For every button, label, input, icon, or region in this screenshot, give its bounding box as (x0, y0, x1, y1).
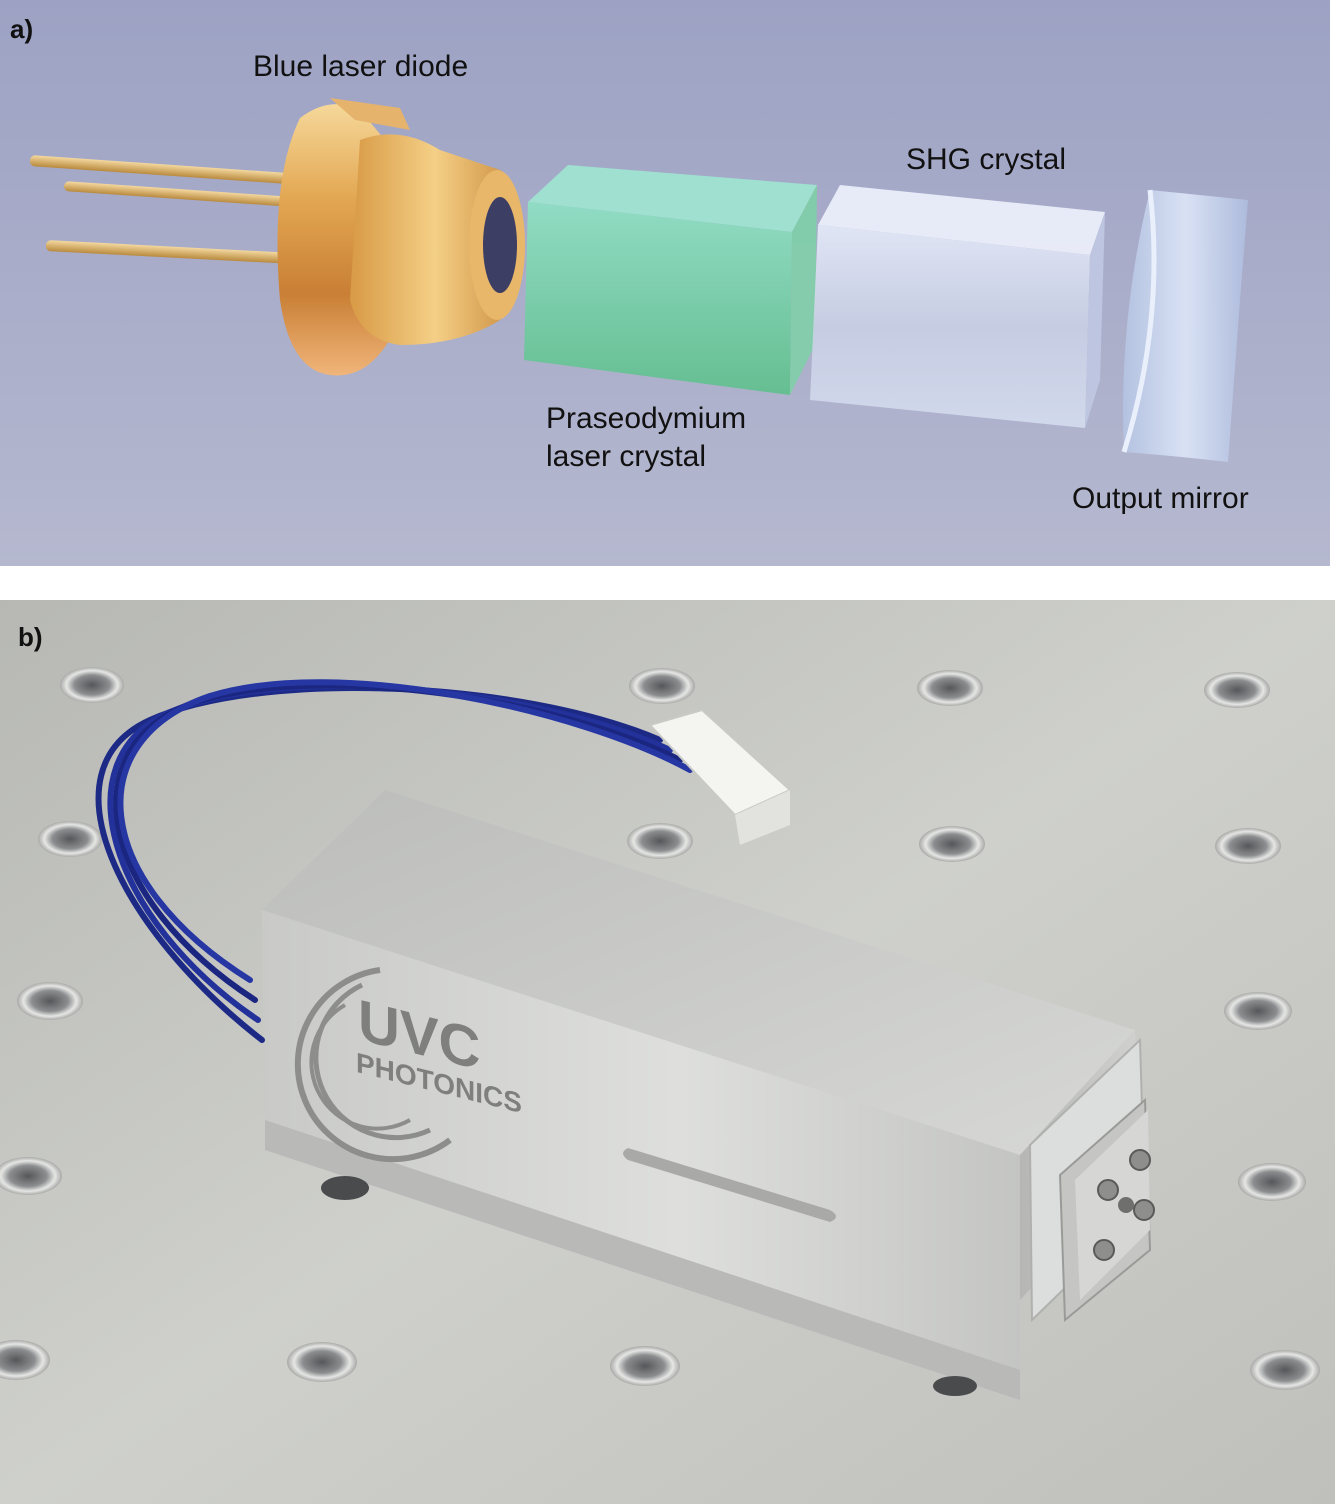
label-praseodymium-line1: Praseodymium (546, 402, 747, 435)
connector-cable (95, 679, 693, 1043)
diode-window (483, 197, 517, 293)
label-output-mirror: Output mirror (1072, 482, 1249, 515)
panel-a-exploded-view: a) Blue laser diode SHG crystal Praseody… (0, 0, 1330, 566)
panel-b-photo: UVC PHOTONICS b) (0, 600, 1335, 1504)
shg-crystal (810, 185, 1105, 428)
blue-laser-diode (29, 98, 525, 376)
praseodymium-crystal (524, 165, 817, 395)
panel-a-label: a) (10, 14, 34, 44)
panel-b-label: b) (18, 622, 43, 652)
label-praseodymium-line2: laser crystal (546, 440, 707, 473)
breadboard-holes (0, 667, 1320, 1390)
output-mirror (1121, 189, 1248, 462)
side-slot (623, 1148, 836, 1222)
end-plate-screws (1093, 1149, 1155, 1261)
diode-pins (29, 155, 326, 266)
panel-b-render: UVC PHOTONICS (0, 600, 1335, 1504)
cable-connector (648, 708, 792, 845)
label-shg-crystal: SHG crystal (906, 143, 1067, 176)
laser-module-housing (262, 790, 1155, 1400)
label-blue-laser-diode: Blue laser diode (253, 50, 469, 83)
panel-a-render (0, 0, 1330, 566)
